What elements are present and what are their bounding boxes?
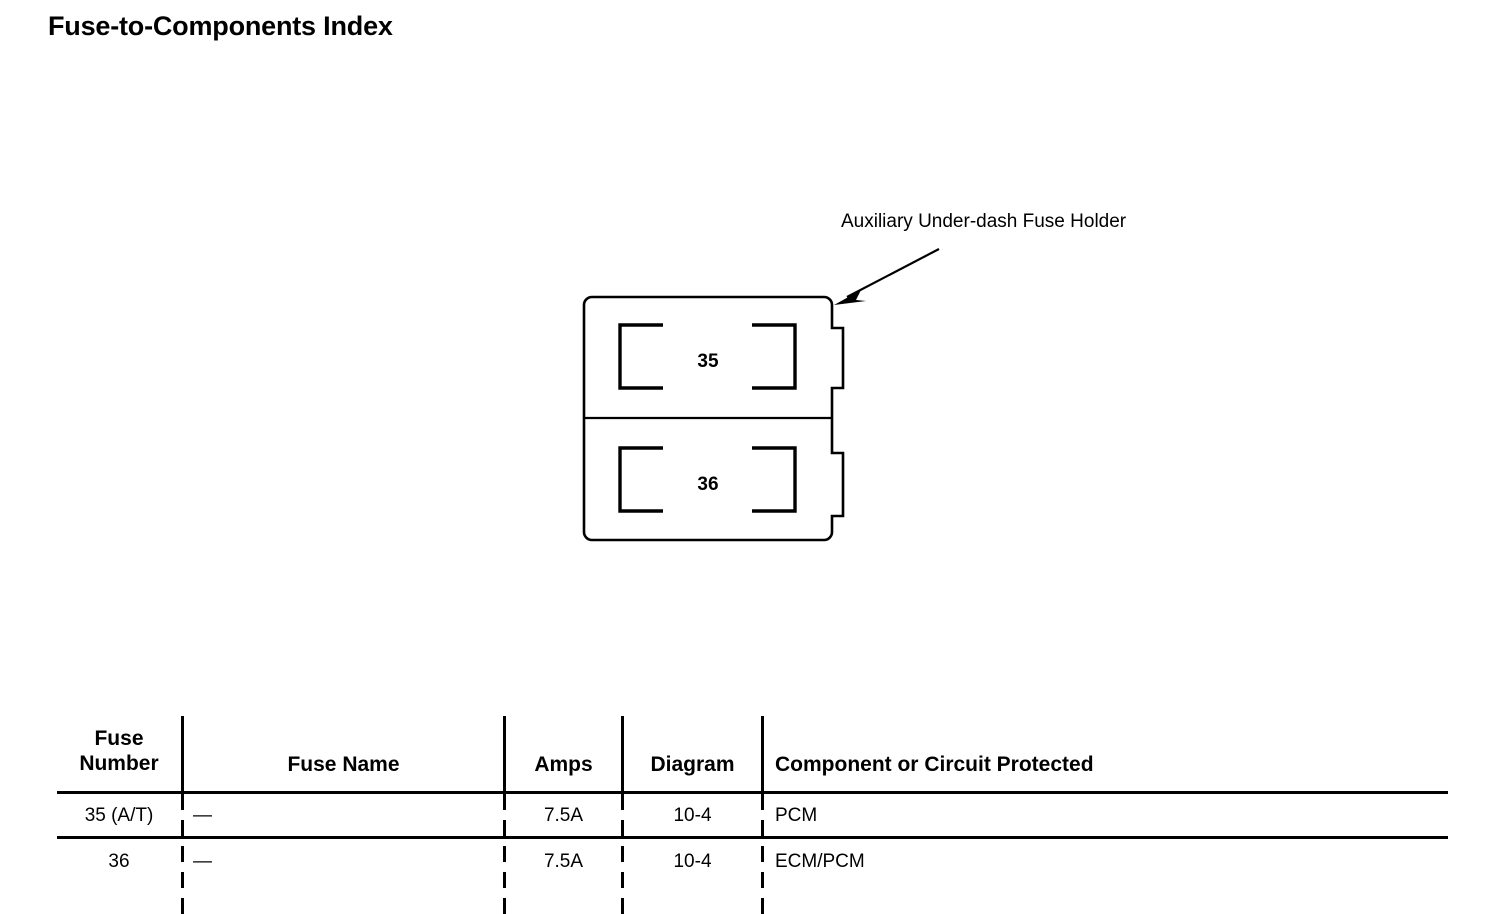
table-rule-below-row-1 <box>57 836 1448 839</box>
row-divider-1 <box>181 794 184 914</box>
header-divider-3 <box>621 716 624 792</box>
table-row-2-amps: 7.5A <box>543 851 584 872</box>
arrowhead <box>834 290 866 305</box>
table-row-2-component: ECM/PCM <box>775 851 865 872</box>
slot-36-right-contact <box>752 446 797 513</box>
slot-35-left-contact <box>618 323 663 390</box>
header-divider-1 <box>181 716 184 792</box>
slot-36-left-contact <box>618 446 663 513</box>
column-header-fuse-name: Fuse Name <box>287 753 400 776</box>
row-divider-2 <box>503 794 506 914</box>
leader-line <box>846 248 940 298</box>
table-row-2-fuse-number: 36 <box>108 851 130 872</box>
row-divider-3 <box>621 794 624 914</box>
column-header-diagram: Diagram <box>650 753 735 776</box>
fuse-holder-diagram: 35 36 <box>582 295 845 542</box>
column-header-amps: Amps <box>534 753 593 776</box>
column-header-fuse-number-line1: Fuse <box>94 727 144 750</box>
table-row-1-diagram: 10-4 <box>673 805 712 826</box>
arrow-pointer-icon <box>834 248 940 305</box>
table-row-1-fuse-number: 35 (A/T) <box>84 805 154 826</box>
column-header-fuse-number-line2: Number <box>79 752 159 775</box>
slot-35-right-contact <box>752 323 797 390</box>
header-divider-4 <box>761 716 764 792</box>
row-divider-4 <box>761 794 764 914</box>
table-row-1-fuse-name: — <box>193 805 212 826</box>
column-header-fuse-number: Fuse Number <box>57 726 181 776</box>
slot-35-number: 35 <box>697 351 719 372</box>
callout-label-auxiliary-under-dash-fuse-holder: Auxiliary Under-dash Fuse Holder <box>841 211 1127 232</box>
header-divider-2 <box>503 716 506 792</box>
page-title: Fuse-to-Components Index <box>48 11 393 41</box>
table-row-2-fuse-name: — <box>193 851 212 872</box>
table-row-2-diagram: 10-4 <box>673 851 712 872</box>
fuse-index-table: Fuse Number Fuse Name Amps Diagram Compo… <box>57 712 1448 914</box>
column-header-component: Component or Circuit Protected <box>775 753 1094 776</box>
table-rule-below-header <box>57 791 1448 794</box>
table-row-1-component: PCM <box>775 805 818 826</box>
table-row-1-amps: 7.5A <box>543 805 584 826</box>
slot-36-number: 36 <box>697 474 718 495</box>
